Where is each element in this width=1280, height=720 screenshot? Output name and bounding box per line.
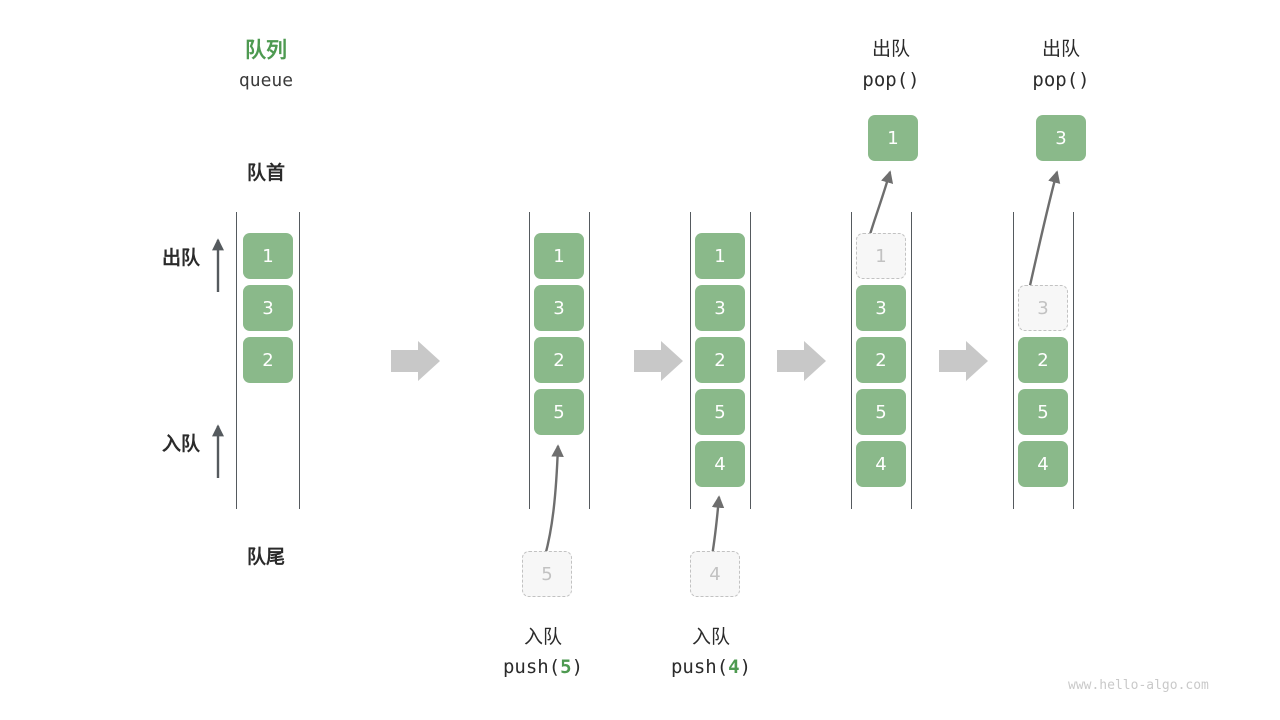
op-code-suffix: ) <box>739 656 752 678</box>
queue-cell: 3 <box>695 285 745 331</box>
op-code-prefix: push( <box>502 656 561 678</box>
operation-label-cn: 出队 <box>1041 38 1080 60</box>
push-motion-arrow-4 <box>710 495 725 557</box>
operation-label-cn: 出队 <box>871 38 910 60</box>
pop-motion-arrow-1 <box>867 170 894 239</box>
queue-rail-left <box>851 212 852 509</box>
operation-label-code: pop() <box>1032 69 1090 91</box>
page-title-cn: 队列 <box>245 38 287 62</box>
operation-label-cn: 入队 <box>523 626 562 648</box>
queue-rail-right <box>911 212 912 509</box>
page-title-en: queue <box>238 70 294 91</box>
step-arrow-3 <box>777 341 826 381</box>
pop-motion-arrow-3 <box>1027 170 1061 291</box>
watermark: www.hello-algo.com <box>1068 678 1209 693</box>
queue-rail-left <box>236 212 237 509</box>
queue-rail-right <box>299 212 300 509</box>
queue-rail-left <box>529 212 530 509</box>
incoming-cell-ghost: 5 <box>522 551 572 597</box>
op-code-prefix: push( <box>670 656 729 678</box>
queue-cell-new: 4 <box>695 441 745 487</box>
operation-label-code: push(5) <box>483 656 603 678</box>
op-code-arg: 5 <box>560 656 572 678</box>
queue-cell: 5 <box>856 389 906 435</box>
step-arrow-4 <box>939 341 988 381</box>
queue-cell-removed-ghost: 3 <box>1018 285 1068 331</box>
queue-rail-right <box>1073 212 1074 509</box>
operation-label-code: pop() <box>862 69 920 91</box>
queue-cell: 2 <box>695 337 745 383</box>
incoming-cell-ghost: 4 <box>690 551 740 597</box>
queue-rail-right <box>750 212 751 509</box>
queue-cell: 5 <box>695 389 745 435</box>
queue-cell: 1 <box>695 233 745 279</box>
queue-cell: 3 <box>856 285 906 331</box>
op-code-suffix: ) <box>571 656 584 678</box>
step-arrow-1 <box>391 341 440 381</box>
op-code-arg: 4 <box>728 656 740 678</box>
queue-cell: 3 <box>243 285 293 331</box>
queue-cell: 5 <box>1018 389 1068 435</box>
queue-cell: 2 <box>1018 337 1068 383</box>
queue-cell: 1 <box>243 233 293 279</box>
queue-rail-left <box>1013 212 1014 509</box>
queue-rail-left <box>690 212 691 509</box>
operation-label-code: push(4) <box>651 656 771 678</box>
popped-cell: 1 <box>868 115 918 161</box>
queue-rail-right <box>589 212 590 509</box>
queue-cell: 2 <box>856 337 906 383</box>
enqueue-side-label: 入队 <box>161 433 200 455</box>
operation-label-cn: 入队 <box>691 626 730 648</box>
queue-cell-new: 5 <box>534 389 584 435</box>
queue-cell: 4 <box>856 441 906 487</box>
queue-cell: 1 <box>534 233 584 279</box>
push-motion-arrow-5 <box>543 444 564 557</box>
popped-cell: 3 <box>1036 115 1086 161</box>
queue-cell: 2 <box>534 337 584 383</box>
queue-cell-removed-ghost: 1 <box>856 233 906 279</box>
queue-cell: 4 <box>1018 441 1068 487</box>
dequeue-side-label: 出队 <box>161 247 200 269</box>
queue-cell: 3 <box>534 285 584 331</box>
queue-cell: 2 <box>243 337 293 383</box>
rear-label: 队尾 <box>246 546 285 568</box>
step-arrow-2 <box>634 341 683 381</box>
front-label: 队首 <box>246 162 285 184</box>
